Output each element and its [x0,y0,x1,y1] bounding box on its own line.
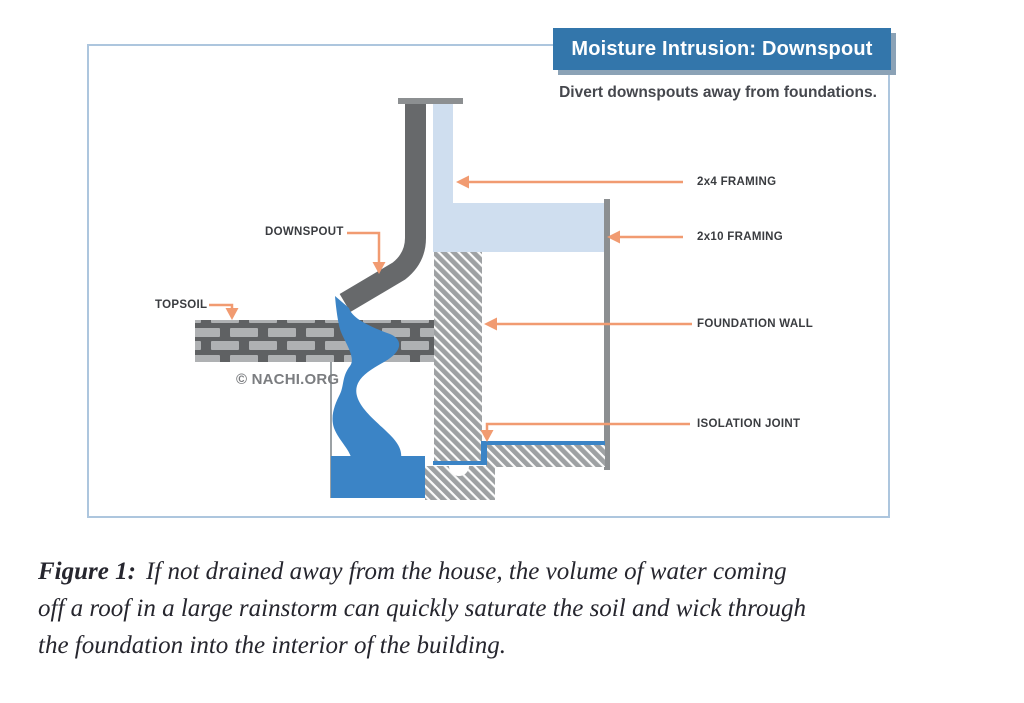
label-isolation-joint: ISOLATION JOINT [697,418,801,430]
isolation-joint-under-wall [433,461,483,465]
arrowhead-2x10 [607,230,620,244]
downspout-pipe [339,104,426,313]
arrowhead-isolation [480,430,494,442]
caption-line-3: the foundation into the interior of the … [38,632,507,659]
label-foundation-wall: FOUNDATION WALL [697,318,814,330]
slab-shape [486,445,605,467]
isolation-joint-top-line [486,441,605,445]
label-downspout: DOWNSPOUT [265,226,344,238]
figure-number: Figure 1: [38,558,136,585]
water-pool [331,456,425,498]
footing-keyway [449,466,469,476]
callout-lines [209,180,692,431]
label-2x10-framing: 2x10 FRAMING [697,231,784,243]
arrowhead-downspout [372,262,386,274]
caption-text-1: If not drained away from the house, the … [145,558,787,585]
moisture-diagram [195,98,692,500]
diagram-subtitle: Divert downspouts away from foundations. [559,84,877,101]
callout-line-isolation [485,422,690,431]
rim-board-line [604,199,610,470]
figure-caption: Figure 1: If not drained away from the ho… [38,553,998,664]
arrowhead-foundation [484,317,497,331]
copyright-credit: © NACHI.ORG [236,371,340,388]
arrowhead-topsoil [225,308,239,320]
water-group [331,296,605,498]
framing-shape [433,103,605,252]
callout-line-downspout [347,231,381,263]
soil-cut-line [330,362,332,498]
label-2x4-framing: 2x4 FRAMING [697,176,777,188]
label-topsoil: TOPSOIL [155,299,208,311]
diagram-title: Moisture Intrusion: Downspout [553,28,891,70]
callout-arrowheads [225,175,620,442]
isolation-joint-vertical [481,441,487,465]
foundation-wall-shape [434,252,482,462]
arrowhead-2x4 [456,175,469,189]
water-flow [332,296,402,460]
caption-line-1: Figure 1: If not drained away from the ho… [38,553,998,590]
caption-line-2: off a roof in a large rainstorm can quic… [38,595,807,622]
gutter-cap [398,98,463,104]
